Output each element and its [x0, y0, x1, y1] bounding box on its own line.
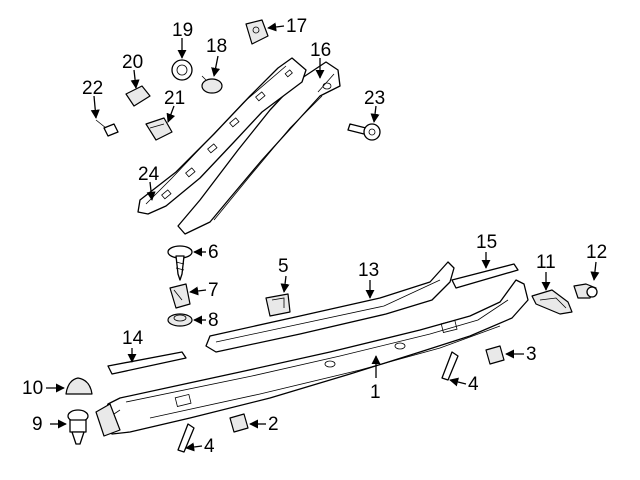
callout-19: 19	[172, 20, 193, 59]
svg-text:20: 20	[122, 52, 143, 73]
callout-1: 1	[370, 355, 381, 403]
callout-18: 18	[206, 36, 227, 77]
svg-text:24: 24	[138, 164, 160, 185]
svg-text:6: 6	[208, 242, 219, 263]
svg-text:21: 21	[164, 88, 185, 109]
callout-11: 11	[536, 252, 556, 291]
svg-text:2: 2	[268, 414, 279, 435]
callout-12: 12	[586, 242, 607, 281]
pillar-trim-part	[177, 61, 341, 235]
callout-24: 24	[138, 164, 160, 201]
rocker-panel-part	[95, 279, 529, 437]
callout-9: 9	[32, 414, 67, 435]
callout-13: 13	[358, 260, 379, 299]
screw-part-22	[95, 119, 119, 137]
clip-part-21	[145, 117, 173, 141]
clip-part-20	[125, 85, 151, 107]
callout-4-upper: 4	[449, 374, 479, 395]
grommet-part-8	[167, 313, 193, 327]
svg-text:3: 3	[526, 344, 537, 365]
bolt-part-23	[347, 123, 381, 141]
callout-10: 10	[22, 378, 65, 399]
svg-text:7: 7	[208, 280, 219, 301]
callout-3: 3	[505, 344, 537, 365]
svg-text:11: 11	[536, 252, 556, 273]
clip-part-12	[573, 283, 598, 299]
svg-text:23: 23	[364, 88, 385, 109]
strap-part-4-upper	[441, 351, 459, 381]
pad-part-3	[485, 345, 505, 365]
svg-text:1: 1	[370, 382, 381, 403]
callout-17: 17	[267, 16, 307, 37]
callout-22: 22	[82, 78, 103, 119]
clip-part-5	[265, 293, 291, 317]
callout-16: 16	[310, 40, 331, 79]
cap-part-10	[65, 377, 93, 395]
pillar-garnish-part	[137, 57, 307, 215]
svg-text:13: 13	[358, 260, 379, 281]
clip-part-7	[169, 283, 191, 309]
svg-text:22: 22	[82, 78, 103, 99]
pad-part-2	[229, 413, 249, 433]
callout-7: 7	[189, 280, 219, 301]
svg-text:19: 19	[172, 20, 193, 41]
callout-14: 14	[122, 328, 144, 363]
callout-4-lower: 4	[185, 436, 215, 457]
svg-text:4: 4	[204, 436, 215, 457]
svg-text:16: 16	[310, 40, 331, 61]
svg-text:10: 10	[22, 378, 43, 399]
clip-part-17	[245, 19, 269, 45]
sill-molding-part	[205, 261, 455, 353]
svg-text:4: 4	[468, 374, 479, 395]
callout-20: 20	[122, 52, 143, 89]
svg-text:12: 12	[586, 242, 607, 263]
svg-text:8: 8	[208, 310, 219, 331]
callout-15: 15	[476, 232, 497, 269]
callout-6: 6	[193, 242, 219, 263]
svg-text:9: 9	[32, 414, 43, 435]
bracket-part-11	[531, 289, 573, 315]
callout-8: 8	[193, 310, 219, 331]
pin-part-9	[67, 409, 89, 445]
clip-part-18	[201, 75, 223, 94]
svg-text:18: 18	[206, 36, 227, 57]
stripe-tape-left-part	[107, 351, 187, 375]
callout-23: 23	[364, 88, 385, 123]
svg-text:14: 14	[122, 328, 144, 349]
screw-part-6	[167, 245, 193, 281]
svg-text:5: 5	[278, 256, 289, 277]
callout-2: 2	[249, 414, 279, 435]
svg-text:17: 17	[286, 16, 307, 37]
svg-text:15: 15	[476, 232, 497, 253]
callout-21: 21	[164, 88, 185, 123]
stripe-tape-right-part	[451, 263, 519, 289]
callout-5: 5	[278, 256, 290, 293]
strap-part-4-lower	[177, 423, 195, 453]
grommet-part-19	[171, 59, 193, 81]
